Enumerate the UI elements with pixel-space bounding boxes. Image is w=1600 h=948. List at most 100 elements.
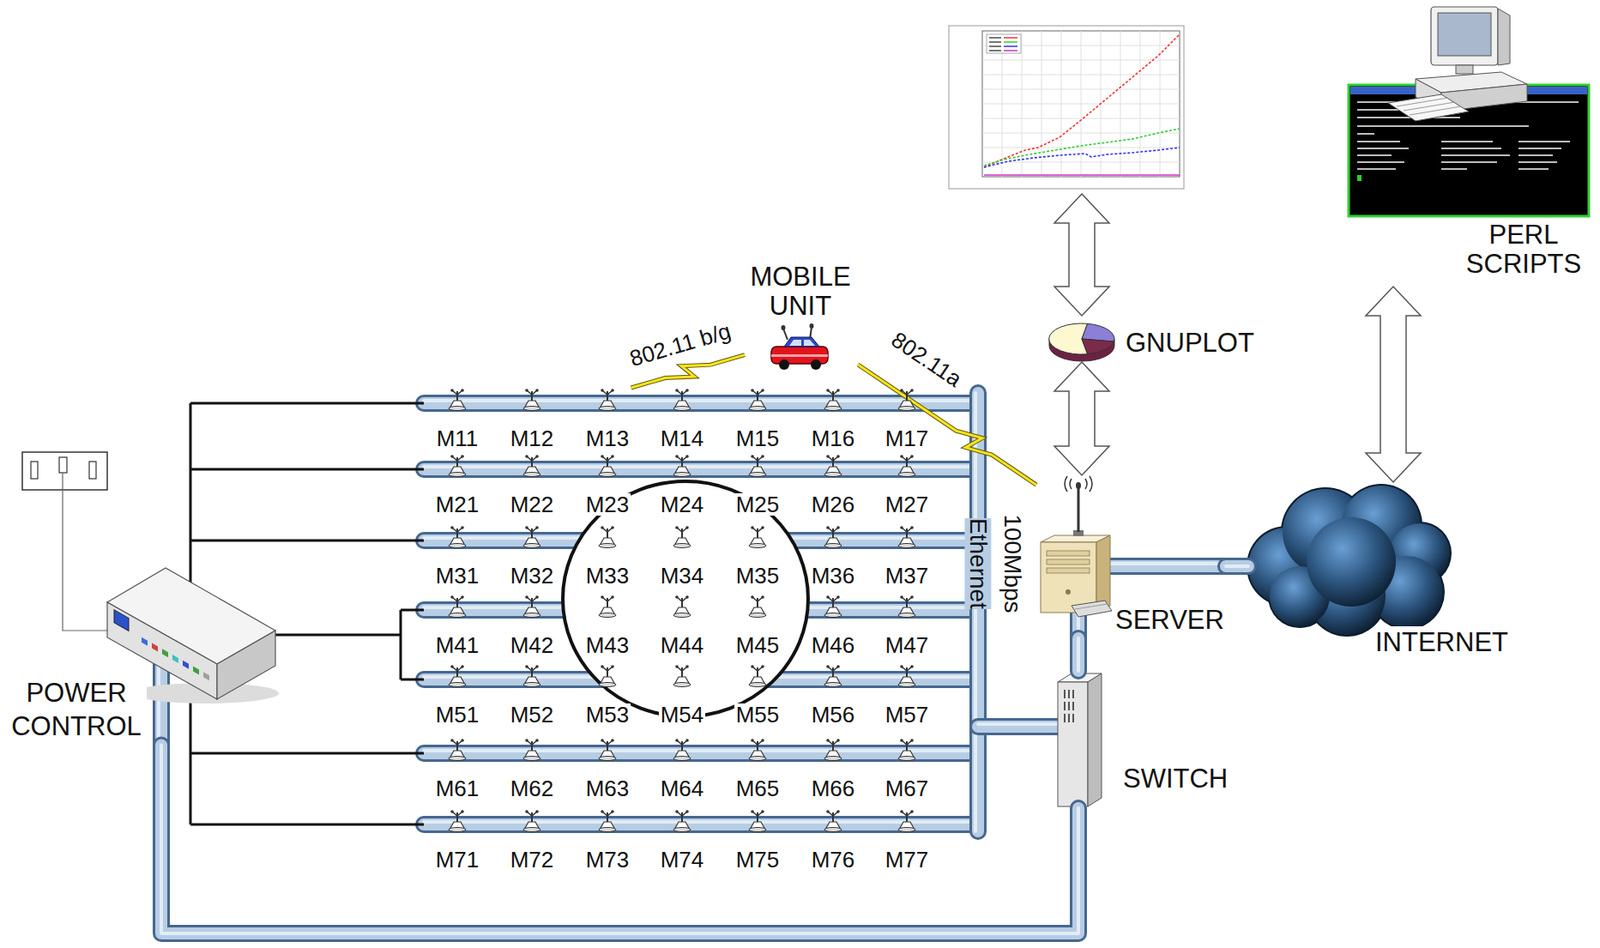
antenna-icon [748,543,767,549]
hollow-double-arrow [1054,193,1110,316]
antenna-icon [598,682,616,688]
mesh-node: M43 [579,594,635,659]
mesh-pipes [423,400,979,825]
mesh-node: M77 [879,809,935,873]
chart-image [984,34,1180,168]
antenna-icon [836,738,840,743]
antenna-icon [685,809,689,814]
antenna-icon [730,525,785,550]
antenna-icon [685,595,689,599]
antenna-icon [504,809,560,834]
network-switch-icon [1068,713,1070,723]
antenna-icon [836,664,840,669]
antenna-icon [673,756,691,761]
antenna-icon [898,406,916,411]
mesh-node: M22 [504,453,560,518]
antenna-icon [827,597,839,602]
antenna-icon [523,406,541,411]
antenna-icon [523,472,541,477]
antenna-icon [824,682,842,688]
antenna-icon [452,527,463,532]
power-control-node: POWER CONTROL [4,561,278,746]
power-control-device [193,666,200,676]
server-tower-icon [1075,482,1081,490]
mesh-node: M36 [805,525,861,589]
mesh-node: M56 [805,664,861,728]
antenna-icon [460,454,465,459]
hollow-double-arrow [1054,362,1110,476]
antenna-icon [676,597,688,602]
antenna-icon [429,664,485,689]
antenna-icon [826,809,830,814]
antenna-icon [826,664,830,669]
chart-image [982,118,1180,120]
chart-image [948,25,1184,189]
power-outlet [59,457,67,473]
antenna-icon [879,737,935,762]
mobile-unit-car [789,339,802,346]
antenna-icon [752,811,763,816]
node-label: M33 [584,564,632,587]
terminal-screenshot [1348,84,1589,217]
antenna-icon [824,613,842,618]
mesh-node: M45 [730,594,785,659]
mesh-node: M51 [429,664,485,728]
chart-image [1003,45,1018,48]
node-label: M42 [508,633,556,657]
node-label: PERL SCRIPTS [1459,220,1588,279]
mesh-node: M67 [879,737,935,802]
antenna-icon [450,525,454,530]
antenna-icon [460,388,465,393]
ethernet-pipe [161,745,1079,935]
antenna-icon [610,595,615,599]
antenna-icon [824,827,842,833]
antenna-icon [898,756,916,761]
terminal-screenshot [1357,147,1409,150]
chart-image [982,89,1180,91]
antenna-icon [525,809,529,814]
antenna-icon [879,387,935,412]
free-label-holder: 100Mbps [999,513,1027,613]
node-label: SERVER [1115,603,1225,636]
server-tower-icon [1077,487,1081,532]
chart-image [986,34,1021,54]
server-tower-icon [1040,542,1097,613]
edge-label-holder: 802.11a [885,326,968,393]
chart-image [1003,49,1018,52]
mesh-node: M66 [805,737,861,802]
mesh-node: M44 [654,594,710,659]
antenna-icon [673,472,691,477]
mesh-pipes [423,744,979,762]
network-switch-icon [1063,713,1066,723]
antenna-icon [910,664,914,669]
node-label: M22 [508,493,556,516]
antenna-icon [676,390,688,395]
chart-image [982,147,1180,149]
cable-pipe-stub [1110,561,1227,566]
antenna-icon [901,390,912,395]
terminal-screenshot [1357,140,1401,143]
chart-image [948,25,1184,189]
antenna-icon [910,595,914,599]
antenna-icon [504,664,560,689]
node-label: GNUPLOT [1125,326,1255,359]
desktop-computer-icon [1437,12,1492,56]
chart-image [989,49,1002,52]
antenna-icon [899,809,904,814]
mesh-node: M41 [429,594,485,659]
ethernet-pipe [161,745,1079,935]
mesh-node: M47 [879,594,935,659]
antenna-icon [673,613,691,618]
ethernet-pipe [1225,560,1249,573]
antenna-icon [805,664,861,689]
node-label: M62 [508,777,556,800]
antenna-icon [826,454,830,459]
chart-image [982,162,1180,164]
antenna-icon [600,388,604,393]
terminal-screenshot [1357,154,1392,157]
antenna-icon [879,453,935,478]
node-label: M71 [434,848,482,871]
link-label: 802.11a [885,326,968,393]
